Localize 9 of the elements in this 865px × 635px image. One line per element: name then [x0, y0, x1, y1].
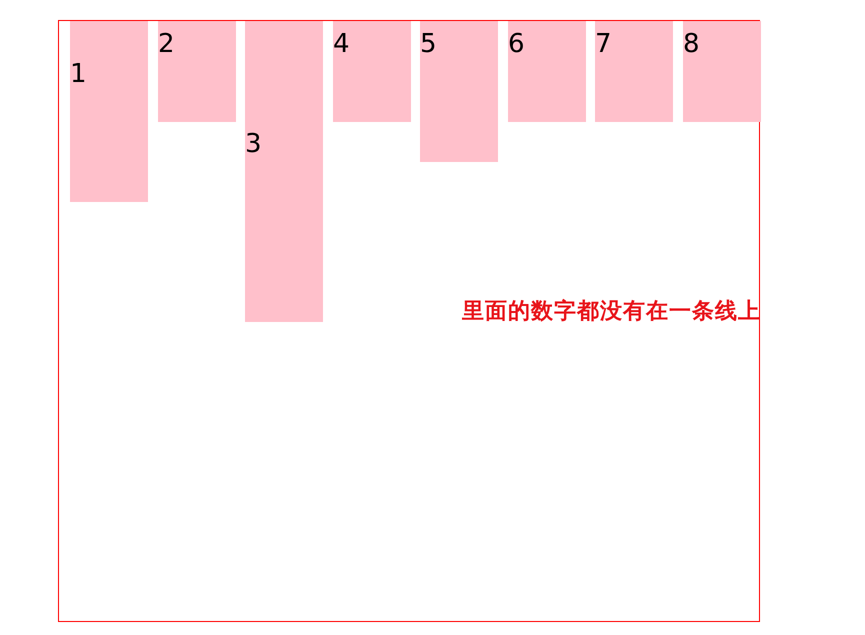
numbered-block: 1 [70, 21, 148, 202]
container-frame [58, 20, 760, 622]
numbered-block: 4 [333, 21, 411, 122]
numbered-block: 6 [508, 21, 586, 122]
numbered-block: 2 [158, 21, 236, 122]
numbered-block: 3 [245, 21, 323, 322]
numbered-block: 5 [420, 21, 498, 162]
numbered-block: 7 [595, 21, 673, 122]
numbered-block: 8 [683, 21, 761, 122]
